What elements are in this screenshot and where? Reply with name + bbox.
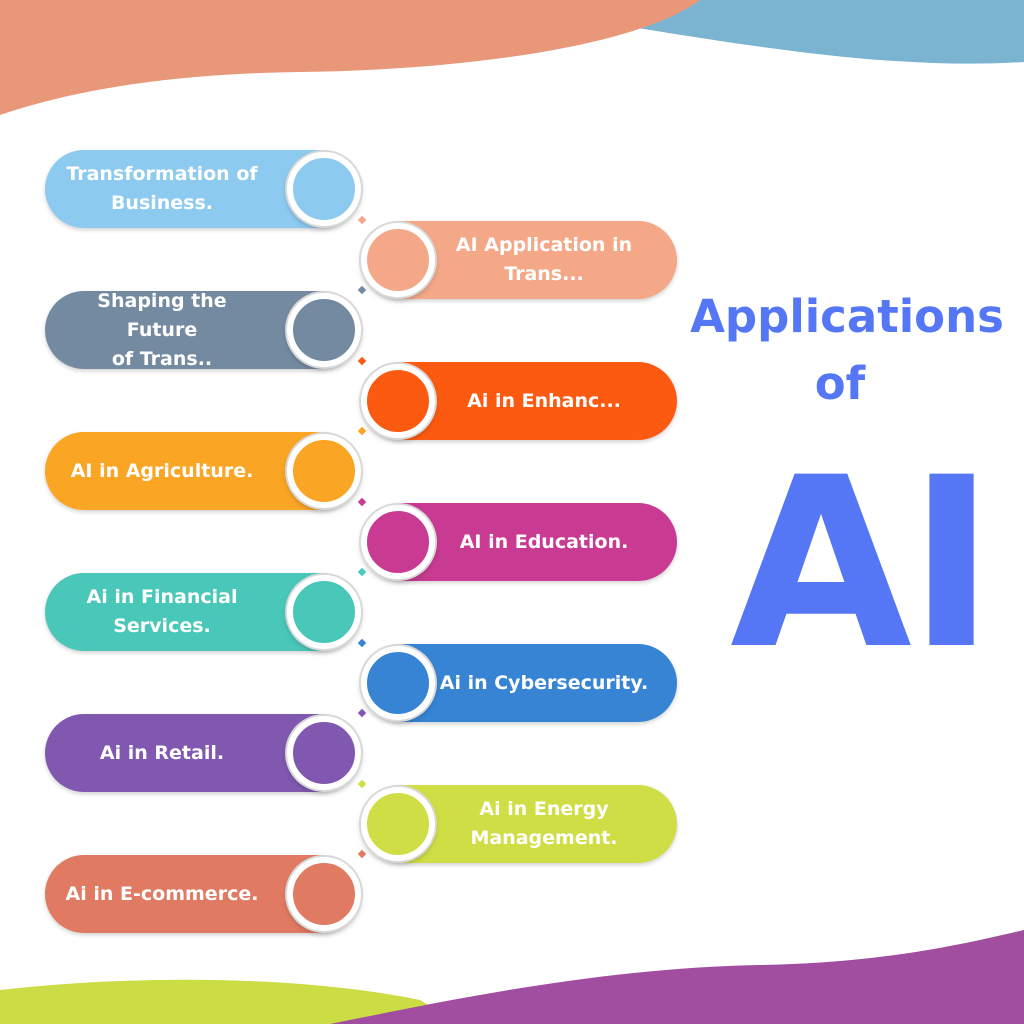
application-item: Transformation of Business.: [45, 150, 361, 228]
application-item: Ai in Cybersecurity.: [361, 644, 677, 722]
item-label: Ai in Retail.: [99, 741, 225, 764]
item-circle-icon: [287, 857, 361, 931]
title-ai: AI: [730, 428, 995, 701]
top-left-wave: [0, 0, 700, 115]
item-label: Shaping the Future of Trans..: [97, 289, 227, 370]
application-item: AI in Agriculture.: [45, 432, 361, 510]
item-label: AI in Education.: [459, 530, 629, 553]
application-item: Ai in Enhanc...: [361, 362, 677, 440]
item-label: Ai in Financial Services.: [86, 586, 238, 637]
bottom-left-wave: [0, 979, 460, 1024]
bottom-right-wave: [330, 930, 1024, 1024]
application-item: AI Application in Trans...: [361, 221, 677, 299]
item-circle-icon: [361, 223, 435, 297]
item-circle-icon: [287, 293, 361, 367]
application-item: Ai in E-commerce.: [45, 855, 361, 933]
item-circle-icon: [287, 152, 361, 226]
title-of: of: [814, 357, 866, 410]
item-circle-icon: [361, 787, 435, 861]
item-label: Ai in Cybersecurity.: [439, 671, 649, 694]
item-label: Ai in E-commerce.: [65, 882, 259, 905]
application-item: AI in Education.: [361, 503, 677, 581]
item-label: Transformation of Business.: [66, 163, 258, 214]
item-label: Ai in Enhanc...: [467, 389, 621, 412]
application-item: Ai in Financial Services.: [45, 573, 361, 651]
title-applications: Applications: [690, 290, 1004, 343]
top-right-wave: [600, 0, 1024, 64]
item-label: AI in Agriculture.: [70, 459, 254, 482]
application-item: Shaping the Future of Trans..: [45, 290, 361, 370]
item-circle-icon: [361, 505, 435, 579]
item-circle-icon: [287, 716, 361, 790]
item-circle-icon: [361, 646, 435, 720]
item-circle-icon: [287, 575, 361, 649]
item-circle-icon: [287, 434, 361, 508]
item-circle-icon: [361, 364, 435, 438]
application-item: Ai in Retail.: [45, 714, 361, 792]
item-label: AI Application in Trans...: [455, 234, 633, 285]
application-item: Ai in Energy Management.: [361, 785, 677, 863]
item-label: Ai in Energy Management.: [470, 798, 618, 849]
